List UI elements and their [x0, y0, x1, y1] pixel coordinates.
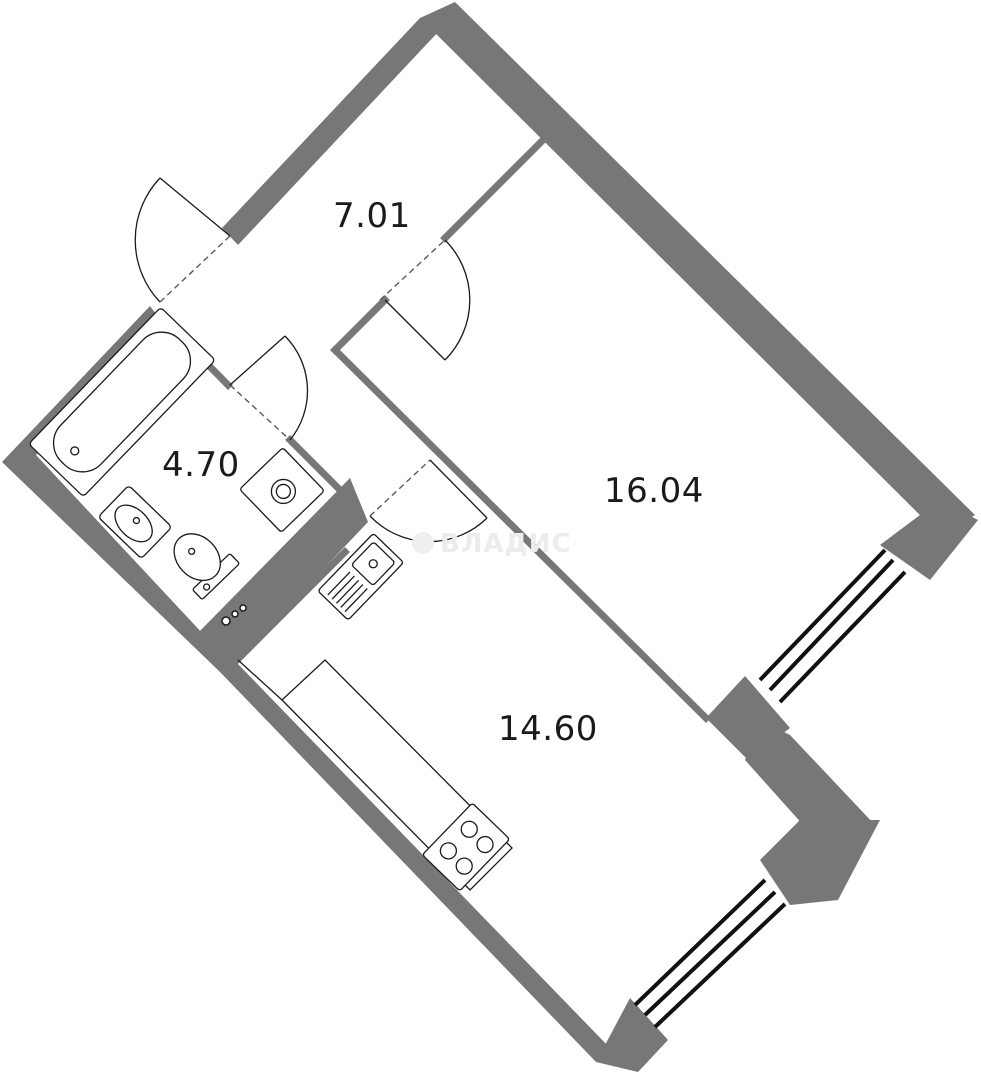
- wall-bedroom-entry: [330, 295, 390, 355]
- riser-icon: [221, 604, 247, 626]
- stove-icon: [422, 803, 510, 891]
- window-kitchen-2: [643, 890, 777, 1017]
- bedroom-door-opening: [379, 239, 446, 301]
- room-area-kitchen: 14.60: [498, 709, 598, 749]
- wall-bath-hall-lower: [285, 435, 360, 510]
- wall-kitchen-left: [220, 662, 610, 1062]
- bedroom-door-swing: [444, 239, 471, 361]
- wall-hall-top: [222, 18, 440, 245]
- wall-bath-kitchen: [195, 478, 368, 665]
- entrance-door-swing: [134, 177, 161, 303]
- wall-top-right: [420, 2, 975, 535]
- entrance-door-opening: [159, 235, 231, 303]
- windows: [633, 548, 907, 1029]
- doors: [134, 177, 488, 543]
- window-bedroom-2: [768, 558, 895, 692]
- entrance-door-leaf: [159, 177, 231, 237]
- window-kitchen-3: [653, 902, 787, 1029]
- bathroom-door-leaf: [229, 335, 286, 386]
- wall-bedroom-corner: [880, 500, 978, 580]
- watermark-text: ВЛАДИС: [440, 529, 572, 559]
- window-bedroom-3: [778, 570, 907, 704]
- kitchen-sink-icon: [318, 533, 404, 620]
- washing-machine-icon: [240, 448, 324, 532]
- kitchen-door-opening: [369, 459, 431, 517]
- kitchen-door-leaf: [429, 459, 488, 519]
- sink-icon: [99, 486, 171, 558]
- wall-kitchen-right: [745, 720, 875, 855]
- watermark-logo-icon: [412, 532, 434, 554]
- window-kitchen-1: [633, 878, 767, 1007]
- bathroom-door-opening: [229, 384, 291, 441]
- wall-step-block: [706, 676, 790, 760]
- wall-hall-bedroom: [440, 123, 560, 243]
- wall-bath-bottom: [2, 455, 232, 672]
- wall-corner-bottom: [596, 998, 668, 1072]
- room-area-hallway: 7.01: [333, 196, 411, 236]
- room-area-bathroom: 4.70: [162, 445, 240, 485]
- watermark: ВЛАДИС: [412, 529, 572, 559]
- bedroom-door-leaf: [384, 299, 446, 361]
- bathroom-fixtures: [29, 308, 324, 626]
- wall-kitchen-front: [227, 547, 350, 670]
- toilet-icon: [173, 533, 240, 600]
- room-area-bedroom: 16.04: [604, 471, 704, 511]
- wall-bedroom-left: [330, 345, 711, 723]
- kitchen-fixtures: [237, 533, 513, 891]
- bathroom-door-swing: [284, 335, 309, 441]
- bathtub-icon: [29, 308, 215, 496]
- window-bedroom-1: [758, 548, 887, 682]
